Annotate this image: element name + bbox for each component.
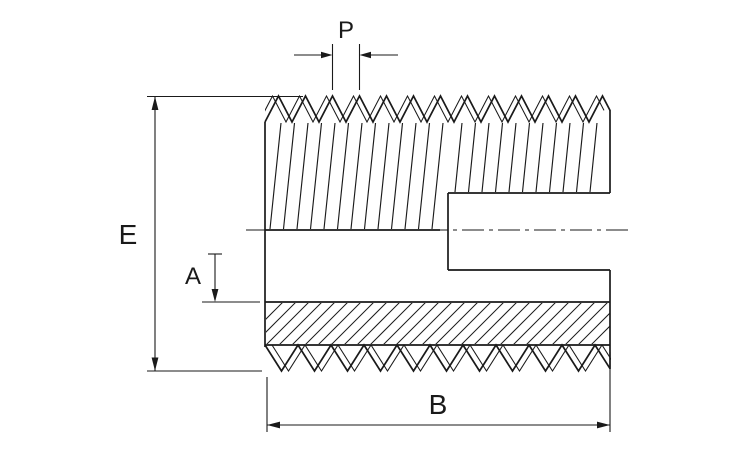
thread-flank-line xyxy=(431,122,444,230)
thread-flank-line xyxy=(481,122,490,193)
hatch-line xyxy=(539,303,582,344)
thread-flank-line xyxy=(494,122,504,193)
b-arrow-left-icon xyxy=(267,421,280,429)
hatch-line xyxy=(370,303,413,344)
hatch-line xyxy=(266,303,283,320)
thread-flank-line xyxy=(467,122,477,193)
hatch-line xyxy=(487,303,530,344)
thread-flank-line xyxy=(404,122,417,230)
hatch-line xyxy=(266,303,309,344)
thread-flank-line xyxy=(296,122,309,230)
hatch-line xyxy=(552,303,595,344)
thread-flank-line xyxy=(269,122,282,230)
bottom-thread-profile-inner xyxy=(271,344,611,372)
hatch-line xyxy=(500,303,543,344)
hatch-line xyxy=(383,303,426,344)
hatch-line xyxy=(591,325,610,344)
p-arrow-right-icon xyxy=(321,51,333,59)
hatch-line xyxy=(474,303,517,344)
thread-flank-line xyxy=(390,122,404,230)
hatch-line xyxy=(435,303,478,344)
external-thread-top-detail xyxy=(265,94,605,123)
e-arrow-up-icon xyxy=(151,96,159,110)
external-thread-bottom-detail xyxy=(271,344,611,372)
thread-flank-line xyxy=(323,122,336,230)
thread-flank-line xyxy=(562,122,571,193)
top-thread-profile xyxy=(264,94,611,124)
thread-flank-line xyxy=(363,122,377,230)
dimension-a-label: A xyxy=(185,263,201,290)
dimension-e-label: E xyxy=(119,219,138,250)
top-thread-profile-inner xyxy=(265,94,605,123)
hatch-line xyxy=(461,303,504,344)
hatch-line xyxy=(409,303,452,344)
dimension-b: B xyxy=(266,352,611,432)
p-arrow-left-icon xyxy=(359,51,371,59)
thread-flank-line xyxy=(575,122,585,193)
a-arrow-down-icon xyxy=(211,289,219,302)
hatch-line xyxy=(578,312,610,344)
hatch-line xyxy=(279,303,322,344)
thread-flank-line xyxy=(417,122,431,230)
internal-thread-lines xyxy=(269,122,598,230)
thread-flank-line xyxy=(350,122,363,230)
e-arrow-down-icon xyxy=(151,357,159,371)
external-thread-bottom xyxy=(264,343,611,373)
dimension-p: P xyxy=(294,17,398,90)
hatch-line xyxy=(266,303,296,333)
dimension-p-label: P xyxy=(338,17,354,44)
external-thread-top xyxy=(264,94,611,124)
dimension-e: E xyxy=(119,95,303,372)
thread-flank-line xyxy=(508,122,517,193)
hatch-line xyxy=(344,303,387,344)
hatch-line xyxy=(448,303,491,344)
hatch-line xyxy=(292,303,335,344)
hatch-line xyxy=(422,303,465,344)
hatch-line xyxy=(396,303,439,344)
thread-flank-line xyxy=(282,122,296,230)
hatch-line xyxy=(357,303,400,344)
section-hatching xyxy=(266,303,610,344)
hatch-line xyxy=(526,303,569,344)
bottom-thread-profile xyxy=(264,343,611,373)
hatch-line xyxy=(565,303,608,344)
thread-flank-line xyxy=(309,122,323,230)
thread-flank-line xyxy=(589,122,598,193)
hatch-line xyxy=(318,303,361,344)
thread-flank-line xyxy=(336,122,350,230)
b-arrow-right-icon xyxy=(597,421,610,429)
hatch-line xyxy=(305,303,348,344)
hatch-line xyxy=(331,303,374,344)
thread-flank-line xyxy=(535,122,544,193)
hatch-line xyxy=(513,303,556,344)
thread-flank-line xyxy=(548,122,558,193)
dimension-b-label: B xyxy=(429,389,448,420)
thread-flank-line xyxy=(521,122,531,193)
thread-flank-line xyxy=(377,122,390,230)
dimension-a: A xyxy=(185,253,260,303)
thread-flank-line xyxy=(454,122,463,193)
